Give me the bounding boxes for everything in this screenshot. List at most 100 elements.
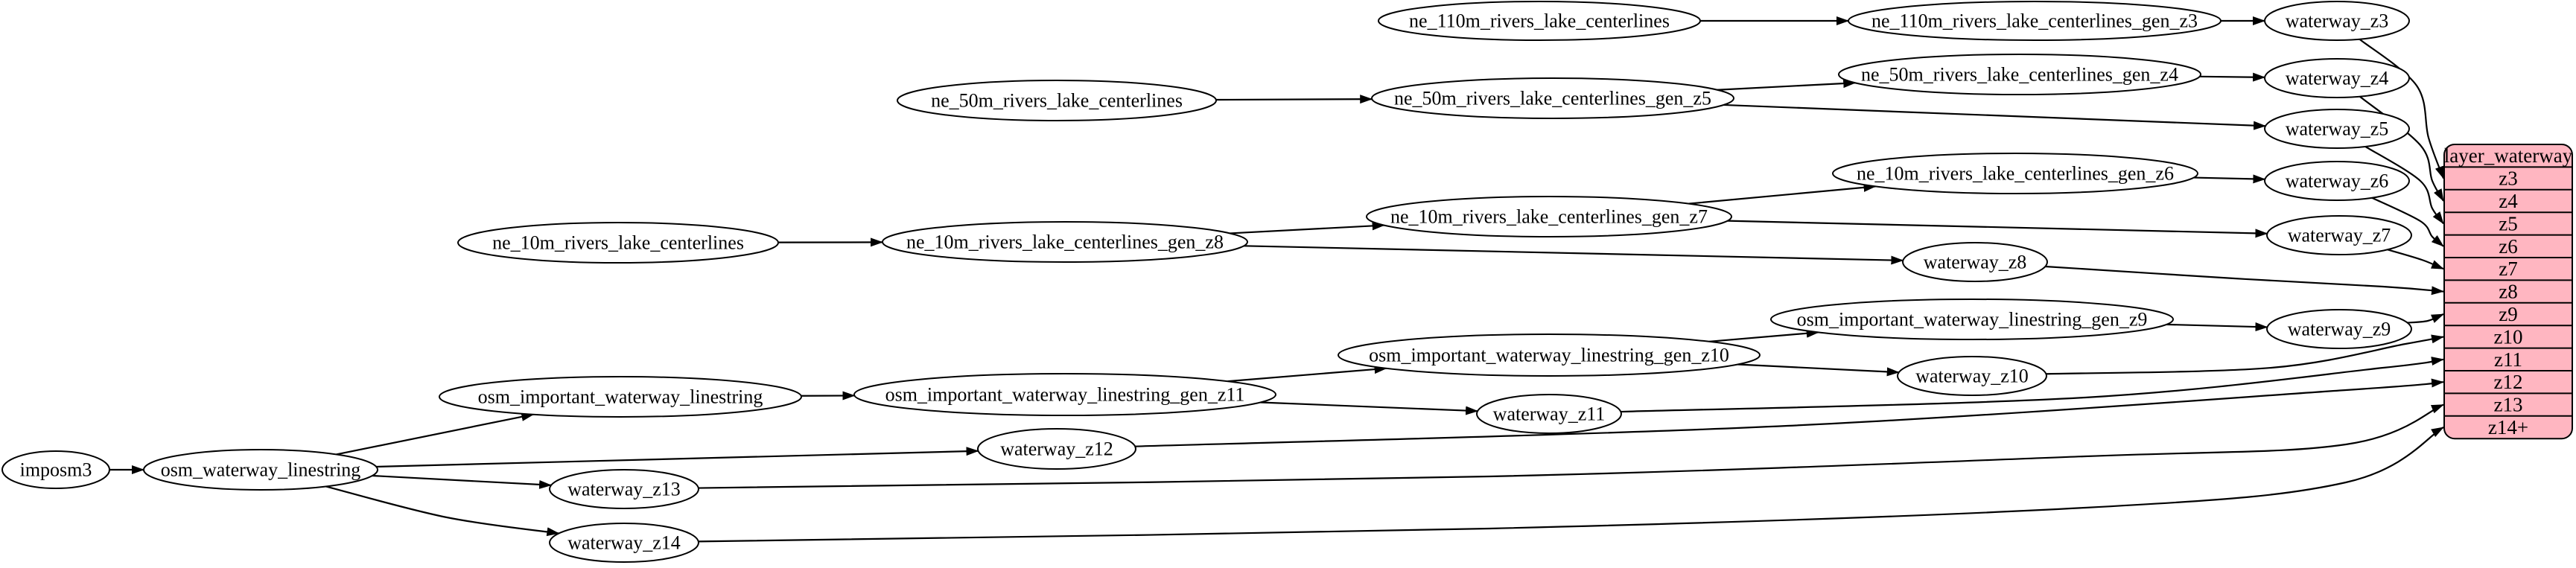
node-waterway_z8-shape	[1902, 242, 2048, 282]
node-ne_110m_rivers_lake_centerlines-label: ne_110m_rivers_lake_centerlines	[1409, 10, 1670, 32]
edge-ne_10m_rivers_lake_centerlines_gen_z6-to-waterway_z6	[2193, 174, 2266, 184]
node-ne_110m_rivers_lake_centerlines: ne_110m_rivers_lake_centerlines	[1378, 1, 1701, 41]
node-osm_important_waterway_linestring_gen_z10-label: osm_important_waterway_linestring_gen_z1…	[1369, 345, 1729, 366]
node-ne_10m_rivers_lake_centerlines_gen_z7-label: ne_10m_rivers_lake_centerlines_gen_z7	[1390, 206, 1708, 228]
node-waterway_z12-shape	[977, 428, 1136, 470]
layer-table-row-z4: z4	[2499, 190, 2518, 212]
node-waterway_z3: waterway_z3	[2264, 1, 2410, 41]
edge-waterway_z6-to-layer_waterway-z6	[2371, 197, 2444, 247]
node-ne_10m_rivers_lake_centerlines_gen_z6-shape	[1832, 153, 2198, 194]
node-ne_10m_rivers_lake_centerlines-label: ne_10m_rivers_lake_centerlines	[492, 232, 744, 254]
node-osm_important_waterway_linestring_gen_z9: osm_important_waterway_linestring_gen_z9	[1770, 299, 2174, 340]
layer-table-row-z6: z6	[2499, 235, 2517, 258]
node-osm_waterway_linestring-shape	[143, 449, 378, 491]
edge-waterway_z13-to-layer_waterway-z13	[698, 403, 2444, 489]
node-ne_50m_rivers_lake_centerlines: ne_50m_rivers_lake_centerlines	[897, 80, 1217, 121]
node-waterway_z9-label: waterway_z9	[2288, 319, 2391, 340]
node-osm_important_waterway_linestring-shape	[439, 376, 802, 418]
node-waterway_z3-shape	[2264, 1, 2410, 41]
edge-osm_important_waterway_linestring_gen_z11-to-waterway_z11	[1260, 401, 1479, 415]
node-waterway_z13: waterway_z13	[549, 469, 699, 509]
edge-ne_10m_rivers_lake_centerlines_gen_z8-to-ne_10m_rivers_lake_centerlines_gen_z7	[1230, 221, 1385, 234]
node-ne_10m_rivers_lake_centerlines_gen_z7: ne_10m_rivers_lake_centerlines_gen_z7	[1366, 196, 1732, 237]
node-waterway_z3-label: waterway_z3	[2286, 10, 2389, 32]
edge-waterway_z11-to-layer_waterway-z11	[1621, 357, 2444, 413]
node-osm_waterway_linestring: osm_waterway_linestring	[143, 449, 378, 491]
edges-layer	[109, 16, 2445, 543]
edge-osm_waterway_linestring-to-waterway_z14	[325, 485, 560, 537]
node-osm_important_waterway_linestring_gen_z11-label: osm_important_waterway_linestring_gen_z1…	[885, 384, 1245, 406]
node-waterway_z5-label: waterway_z5	[2286, 118, 2389, 140]
layer-table-row-z9: z9	[2499, 303, 2517, 325]
node-waterway_z14: waterway_z14	[549, 523, 699, 563]
node-waterway_z9: waterway_z9	[2266, 309, 2412, 349]
node-waterway_z6: waterway_z6	[2264, 161, 2410, 201]
edge-waterway_z14-to-layer_waterway-z14+	[698, 427, 2444, 543]
nodes-layer: imposm3 osm_waterway_linestring osm_import…	[1, 1, 2412, 563]
layer-table-row-z14+: z14+	[2488, 416, 2528, 438]
node-ne_10m_rivers_lake_centerlines_gen_z8: ne_10m_rivers_lake_centerlines_gen_z8	[882, 221, 1248, 263]
node-ne_110m_rivers_lake_centerlines-shape	[1378, 1, 1701, 41]
node-ne_10m_rivers_lake_centerlines_gen_z7-shape	[1366, 196, 1732, 237]
edge-osm_important_waterway_linestring_gen_z10-to-osm_important_waterway_linestring_gen_z9	[1709, 328, 1819, 342]
edge-waterway_z7-to-layer_waterway-z7	[2387, 249, 2444, 270]
edge-ne_10m_rivers_lake_centerlines_gen_z7-to-ne_10m_rivers_lake_centerlines_gen_z6	[1688, 182, 1877, 205]
edge-waterway_z3-to-layer_waterway-z3	[2359, 38, 2445, 179]
node-waterway_z11: waterway_z11	[1476, 394, 1622, 434]
node-imposm3-label: imposm3	[20, 459, 92, 481]
edge-ne_10m_rivers_lake_centerlines_gen_z7-to-waterway_z7	[1727, 220, 2268, 238]
node-waterway_z7: waterway_z7	[2266, 215, 2412, 255]
node-ne_50m_rivers_lake_centerlines-label: ne_50m_rivers_lake_centerlines	[931, 90, 1183, 112]
node-osm_important_waterway_linestring_gen_z11: osm_important_waterway_linestring_gen_z1…	[853, 373, 1276, 416]
edge-osm_important_waterway_linestring_gen_z9-to-waterway_z9	[2166, 322, 2268, 332]
node-waterway_z6-label: waterway_z6	[2286, 170, 2389, 192]
node-waterway_z4: waterway_z4	[2264, 58, 2410, 98]
edge-ne_10m_rivers_lake_centerlines_gen_z8-to-waterway_z8	[1244, 245, 1904, 265]
node-ne_50m_rivers_lake_centerlines_gen_z4-shape	[1838, 54, 2201, 95]
node-ne_110m_rivers_lake_centerlines_gen_z3: ne_110m_rivers_lake_centerlines_gen_z3	[1848, 1, 2222, 41]
edge-osm_waterway_linestring-to-waterway_z12	[376, 447, 979, 468]
edge-waterway_z5-to-layer_waterway-z5	[2364, 145, 2444, 225]
edge-osm_waterway_linestring-to-osm_important_waterway_linestring	[336, 412, 535, 456]
layer-table-row-z7: z7	[2499, 258, 2517, 280]
node-waterway_z14-shape	[549, 523, 699, 563]
node-waterway_z5: waterway_z5	[2264, 109, 2410, 149]
node-waterway_z13-label: waterway_z13	[567, 479, 681, 500]
node-osm_important_waterway_linestring_gen_z11-shape	[853, 373, 1276, 416]
node-waterway_z14-label: waterway_z14	[567, 532, 681, 554]
node-ne_110m_rivers_lake_centerlines_gen_z3-label: ne_110m_rivers_lake_centerlines_gen_z3	[1871, 10, 2198, 32]
node-waterway_z12-label: waterway_z12	[1000, 438, 1113, 460]
node-osm_important_waterway_linestring_gen_z9-label: osm_important_waterway_linestring_gen_z9	[1797, 309, 2148, 331]
node-ne_110m_rivers_lake_centerlines_gen_z3-shape	[1848, 1, 2222, 41]
node-osm_waterway_linestring-label: osm_waterway_linestring	[161, 459, 361, 481]
node-waterway_z10: waterway_z10	[1897, 356, 2047, 396]
node-waterway_z9-shape	[2266, 309, 2412, 349]
edge-osm_important_waterway_linestring_gen_z11-to-osm_important_waterway_linestring_gen_z10	[1227, 365, 1387, 383]
node-imposm3-shape	[1, 450, 110, 489]
node-waterway_z7-shape	[2266, 215, 2412, 255]
node-ne_10m_rivers_lake_centerlines_gen_z8-label: ne_10m_rivers_lake_centerlines_gen_z8	[906, 232, 1224, 253]
node-waterway_z4-label: waterway_z4	[2286, 68, 2389, 89]
layer-table-title: layer_waterway	[2444, 144, 2573, 167]
node-osm_important_waterway_linestring-label: osm_important_waterway_linestring	[478, 386, 763, 408]
layer-table: layer_waterwayz3z4z5z6z7z8z9z10z11z12z13…	[2443, 144, 2573, 440]
node-waterway_z10-label: waterway_z10	[1915, 366, 2029, 387]
layer-table-row-z3: z3	[2499, 167, 2517, 190]
edge-ne_50m_rivers_lake_centerlines_gen_z5-to-waterway_z5	[1723, 103, 2267, 130]
node-ne_50m_rivers_lake_centerlines_gen_z5-shape	[1371, 77, 1734, 119]
layer-table-row-z13: z13	[2494, 394, 2523, 416]
node-ne_50m_rivers_lake_centerlines-shape	[897, 80, 1217, 121]
edge-ne_50m_rivers_lake_centerlines_gen_z5-to-ne_50m_rivers_lake_centerlines_gen_z4	[1717, 79, 1857, 91]
node-waterway_z7-label: waterway_z7	[2288, 225, 2391, 246]
node-ne_50m_rivers_lake_centerlines_gen_z5: ne_50m_rivers_lake_centerlines_gen_z5	[1371, 77, 1734, 119]
node-ne_10m_rivers_lake_centerlines_gen_z6: ne_10m_rivers_lake_centerlines_gen_z6	[1832, 153, 2198, 194]
node-waterway_z8-label: waterway_z8	[1924, 252, 2027, 273]
node-osm_important_waterway_linestring_gen_z9-shape	[1770, 299, 2174, 340]
layer-table-row-z10: z10	[2494, 325, 2523, 348]
edge-waterway_z9-to-layer_waterway-z9	[2407, 313, 2444, 324]
node-ne_10m_rivers_lake_centerlines_gen_z6-label: ne_10m_rivers_lake_centerlines_gen_z6	[1857, 163, 2174, 185]
edge-ne_50m_rivers_lake_centerlines-to-ne_50m_rivers_lake_centerlines_gen_z5	[1215, 95, 1373, 104]
node-waterway_z8: waterway_z8	[1902, 242, 2048, 282]
node-waterway_z6-shape	[2264, 161, 2410, 201]
